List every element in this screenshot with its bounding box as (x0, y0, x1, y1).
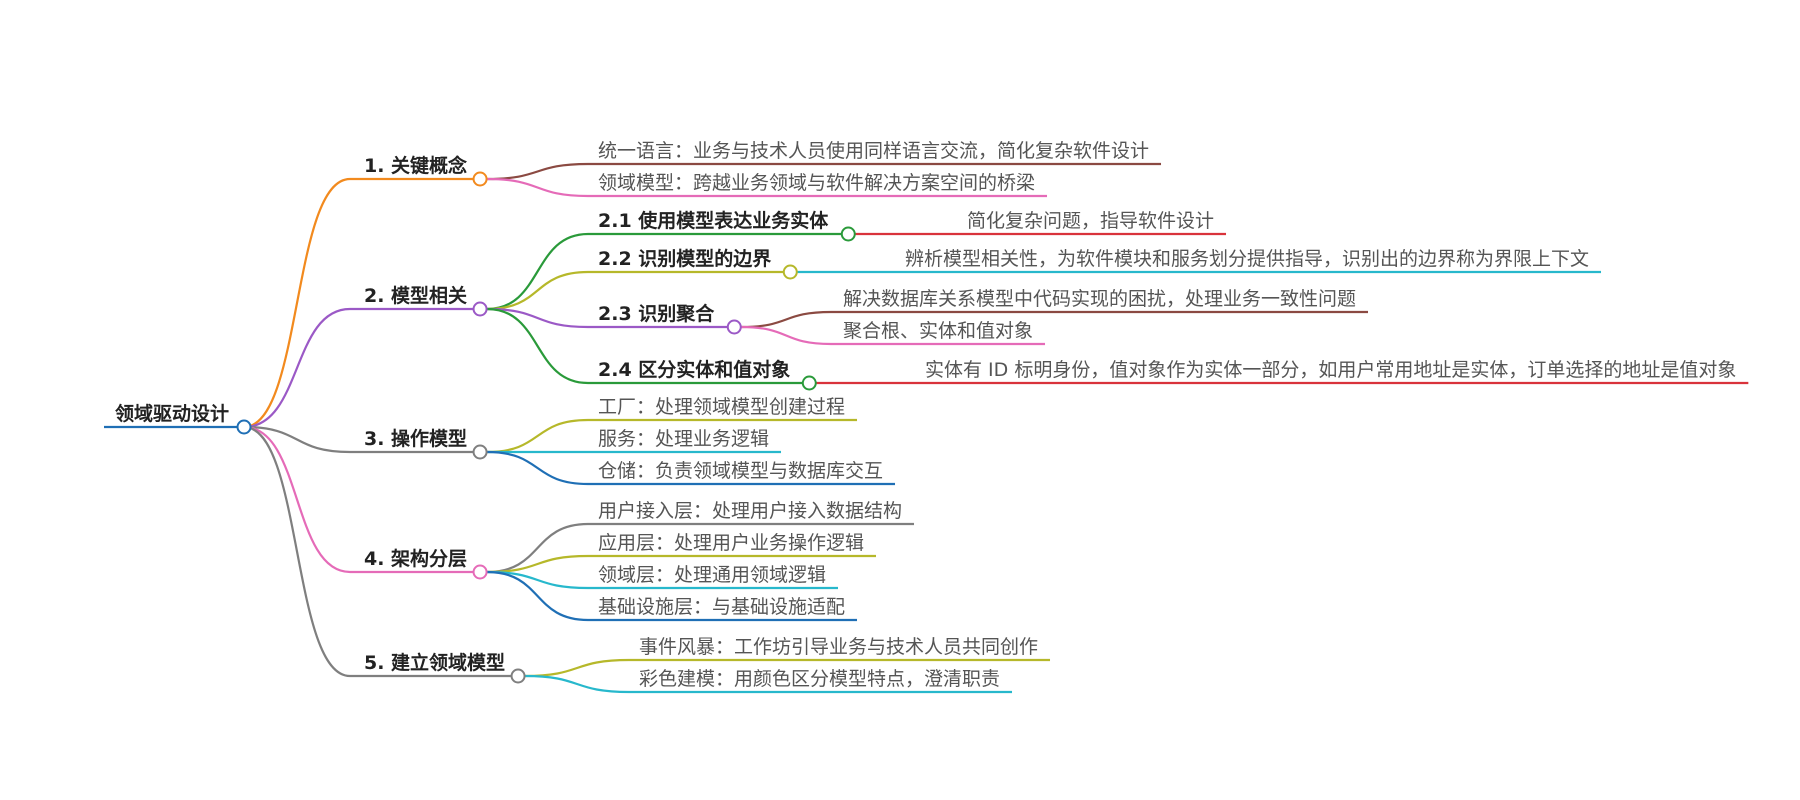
branch-2-sub-1-leaf-1-label[interactable]: 简化复杂问题，指导软件设计 (967, 210, 1214, 232)
edge-root-branch-3 (244, 425, 351, 454)
branch-2-sub-2-leaf-1-label[interactable]: 辨析模型相关性，为软件模块和服务划分提供指导，识别出的边界称为界限上下文 (905, 248, 1589, 270)
branch-1-node[interactable] (472, 171, 488, 187)
edge-branch-2-child-3 (487, 307, 589, 329)
edge-branch-2-child-2 (487, 270, 589, 311)
edge-layer (104, 162, 1749, 694)
branch-2-sub-3-leaf-1-label[interactable]: 解决数据库关系模型中代码实现的困扰，处理业务一致性问题 (843, 288, 1356, 310)
branch-1-leaf-2-label[interactable]: 领域模型：跨越业务领域与软件解决方案空间的桥梁 (598, 172, 1035, 194)
edge-branch-1-child-1 (487, 162, 589, 181)
root-node[interactable] (236, 419, 252, 435)
branch-3-node[interactable] (472, 444, 488, 460)
branch-1-leaf-1-label[interactable]: 统一语言：业务与技术人员使用同样语言交流，简化复杂软件设计 (598, 140, 1149, 162)
node-root[interactable]: 领域驱动设计 (115, 402, 229, 425)
branch-4-leaf-2-label[interactable]: 应用层：处理用户业务操作逻辑 (598, 532, 864, 554)
edge-root-branch-4 (244, 425, 351, 574)
branch-4-leaf-4-label[interactable]: 基础设施层：与基础设施适配 (598, 596, 845, 618)
branch-2-sub-3-label[interactable]: 2.3 识别聚合 (598, 302, 715, 325)
branch-4-label[interactable]: 4. 架构分层 (364, 547, 467, 570)
branch-4-leaf-3-label[interactable]: 领域层：处理通用领域逻辑 (598, 564, 826, 586)
edge-branch-4-child-2 (487, 554, 589, 574)
branch-2-sub-2-label[interactable]: 2.2 识别模型的边界 (598, 247, 771, 270)
edge-branch-2-child-1 (487, 232, 589, 311)
branch-5-leaf-2-label[interactable]: 彩色建模：用颜色区分模型特点，澄清职责 (639, 668, 1000, 690)
branch-1-label[interactable]: 1. 关键概念 (364, 154, 467, 177)
branch-4-node[interactable] (472, 564, 488, 580)
branch-3-leaf-2-label[interactable]: 服务：处理业务逻辑 (598, 428, 769, 450)
edge-branch-5-child-1 (525, 658, 630, 678)
branch-2-sub-4-label[interactable]: 2.4 区分实体和值对象 (598, 358, 790, 381)
edge-branch-2-child-3-leaf-1 (741, 310, 832, 329)
branch-2-child-2-node[interactable] (782, 264, 798, 280)
branch-2-sub-1-label[interactable]: 2.1 使用模型表达业务实体 (598, 209, 829, 232)
node-layer: 领域驱动设计 1. 关键概念 2. 模型相关 3. 操作模型 4. 架构分层 5… (115, 140, 1736, 690)
branch-3-label[interactable]: 3. 操作模型 (364, 427, 467, 450)
branch-2-child-1-node[interactable] (840, 226, 856, 242)
node-root-label: 领域驱动设计 (115, 402, 229, 425)
branch-3-leaf-1-label[interactable]: 工厂：处理领域模型创建过程 (598, 396, 845, 418)
edge-root-branch-5 (243, 425, 351, 678)
edge-branch-3-child-1 (487, 418, 589, 454)
branch-5-label[interactable]: 5. 建立领域模型 (364, 651, 505, 674)
edge-branch-1-child-2 (487, 177, 589, 198)
edge-root-branch-1 (243, 177, 351, 429)
edge-root-branch-2 (244, 307, 351, 429)
edge-branch-4-child-1 (487, 522, 589, 574)
branch-2-sub-3-leaf-2-label[interactable]: 聚合根、实体和值对象 (843, 320, 1033, 342)
branch-5-node[interactable] (510, 668, 526, 684)
branch-3-leaf-3-label[interactable]: 仓储：负责领域模型与数据库交互 (598, 460, 883, 482)
branch-5-leaf-1-label[interactable]: 事件风暴：工作坊引导业务与技术人员共同创作 (639, 636, 1038, 658)
branch-2-node[interactable] (472, 301, 488, 317)
branch-2-sub-4-leaf-1-label[interactable]: 实体有 ID 标明身份，值对象作为实体一部分，如用户常用地址是实体，订单选择的地… (925, 359, 1736, 381)
branch-2-child-4-node[interactable] (801, 375, 817, 391)
edge-branch-2-child-3-leaf-2 (741, 325, 832, 346)
branch-2-label[interactable]: 2. 模型相关 (364, 284, 467, 307)
edge-branch-5-child-2 (525, 674, 630, 694)
branch-2-child-3-node[interactable] (726, 319, 742, 335)
edge-branch-3-child-3 (487, 450, 589, 486)
branch-4-leaf-1-label[interactable]: 用户接入层：处理用户接入数据结构 (598, 500, 902, 522)
edge-branch-4-child-4 (487, 570, 589, 622)
edge-branch-2-child-4 (487, 307, 589, 385)
